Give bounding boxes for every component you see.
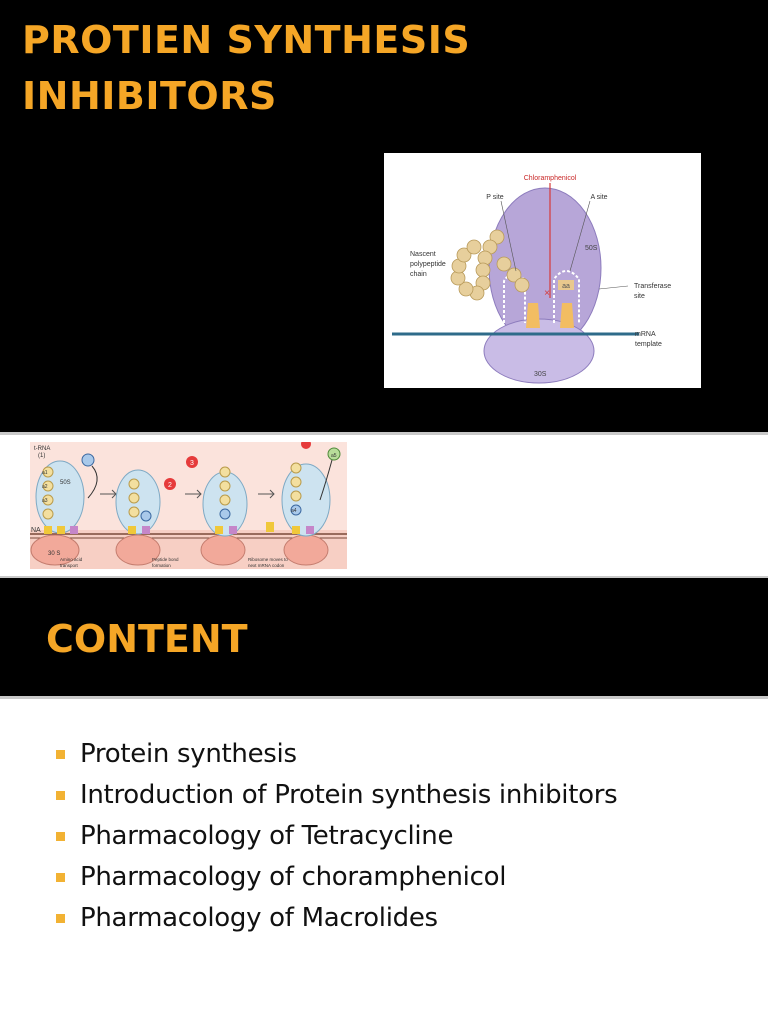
label-a1-stage1: a1 (42, 470, 48, 476)
list-item-text: Introduction of Protein synthesis inhibi… (80, 780, 618, 810)
ribosome-stage-2 (115, 469, 176, 566)
bullet-icon (56, 832, 65, 841)
slide-divider-3 (0, 696, 768, 699)
label-trna: t-RNA (34, 446, 50, 452)
step-2-label-2: formation (152, 563, 171, 568)
step-number-2: 2 (168, 482, 172, 489)
aa-box (558, 280, 574, 290)
transferase-leader (598, 285, 629, 290)
step-number-3: 3 (190, 460, 194, 467)
translation-diagram-svg: NA t-RNA (1) a1 a2 a3 50S 30 S (30, 439, 347, 569)
bullet-icon (56, 873, 65, 882)
list-item-text: Pharmacology of Tetracycline (80, 821, 454, 851)
label-dna: NA (31, 527, 41, 534)
label-a-site: A site (590, 194, 607, 201)
label-mrna-1: mRNA (635, 331, 656, 338)
label-p-site: P site (486, 194, 503, 201)
slide-divider-2 (0, 576, 768, 578)
label-aa: aa (562, 283, 570, 290)
arrow-1-icon (100, 489, 117, 499)
label-trna-sub: (1) (38, 453, 45, 459)
label-chloramphenicol: Chloramphenicol (524, 175, 577, 182)
list-item: Introduction of Protein synthesis inhibi… (52, 775, 618, 816)
label-transferase-2: site (634, 293, 645, 300)
step-2-label-1: Peptide bond (152, 557, 179, 562)
label-30s: 30S (534, 371, 547, 378)
ribosome-stage-1 (30, 453, 98, 566)
step-1-label-1: Amino acid (60, 557, 83, 562)
list-item: Pharmacology of choramphenicol (52, 857, 617, 898)
label-nascent-1: Nascent (410, 251, 436, 258)
label-30s-small: 30 S (48, 551, 60, 557)
list-item-text: Pharmacology of choramphenicol (80, 862, 507, 892)
slide-translation: NA t-RNA (1) a1 a2 a3 50S 30 S (0, 436, 768, 576)
label-50s: 50S (585, 245, 598, 252)
trna-p-shape (526, 303, 540, 328)
label-mrna-2: template (635, 341, 662, 348)
title-line-2: INHIBITORS (22, 74, 277, 118)
label-a5: a5 (331, 453, 337, 459)
list-item-text: Protein synthesis (80, 739, 297, 769)
slide-divider (0, 432, 768, 435)
list-item: Pharmacology of Macrolides (52, 898, 617, 939)
ribosome-diagram: Chloramphenicol aa × P site (384, 153, 701, 388)
p-site-leader (500, 200, 517, 272)
label-a4: a4 (291, 508, 297, 514)
list-item-text: Pharmacology of Macrolides (80, 903, 438, 933)
label-a2-stage1: a2 (42, 484, 48, 490)
ribosome-diagram-svg: Chloramphenicol aa × P site (392, 175, 671, 384)
list-item: Protein synthesis (52, 734, 617, 775)
translation-diagram: NA t-RNA (1) a1 a2 a3 50S 30 S (30, 439, 347, 569)
step-1-label-2: transport (60, 563, 79, 568)
content-heading: CONTENT (46, 617, 248, 661)
slide-content-header: CONTENT (0, 578, 768, 696)
step-3-label-1: Ribosome moves to (248, 557, 288, 562)
title-line-1: PROTIEN SYNTHESIS (22, 18, 471, 62)
a-site-leader (569, 200, 591, 272)
trna-a-shape (560, 303, 574, 328)
label-nascent-2: polypeptide (410, 261, 446, 268)
arrow-3-icon (258, 489, 275, 499)
bullet-icon (56, 914, 65, 923)
step-3-label-2: next mRNA codon (248, 563, 285, 568)
label-a3-stage1: a3 (42, 498, 48, 504)
slide-title-text: PROTIEN SYNTHESIS INHIBITORS (22, 12, 470, 124)
slide-title: PROTIEN SYNTHESIS INHIBITORS Chloramphen… (0, 0, 768, 432)
ribosome-stage-3 (186, 456, 274, 566)
polypeptide-chain (450, 229, 530, 301)
label-transferase-1: Transferase (634, 283, 671, 290)
bullet-icon (56, 791, 65, 800)
arrow-2-icon (185, 489, 202, 499)
ribosome-stage-4 (281, 439, 341, 566)
bullet-icon (56, 750, 65, 759)
x-mark-icon: × (544, 288, 550, 299)
list-item: Pharmacology of Tetracycline (52, 816, 617, 857)
label-nascent-3: chain (410, 271, 427, 278)
label-50s-small: 50S (60, 480, 71, 486)
content-list: Protein synthesis Introduction of Protei… (52, 734, 618, 939)
